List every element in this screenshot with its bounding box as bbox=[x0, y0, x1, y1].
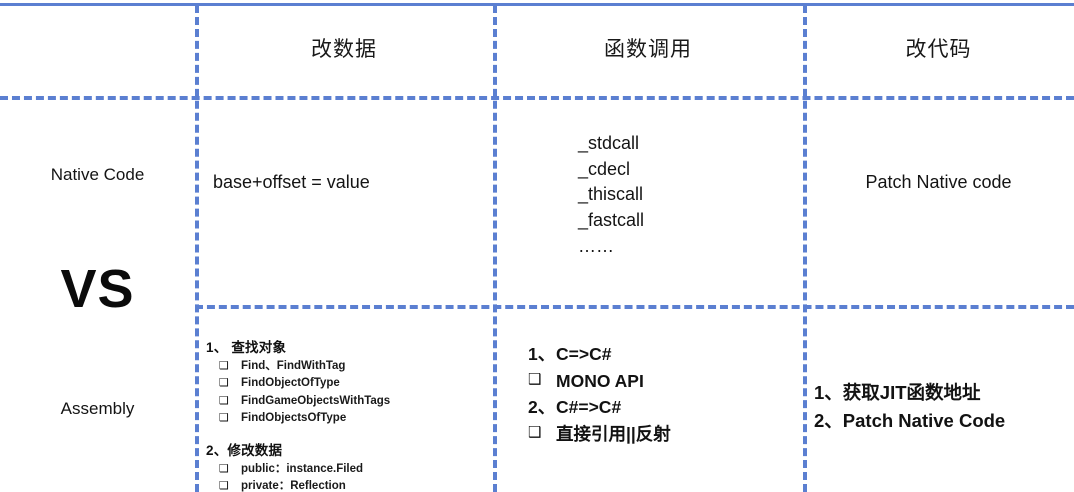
column-header-modify-data: 改数据 bbox=[311, 38, 377, 61]
list-item-label: C=>C# bbox=[556, 344, 612, 364]
list-item-label: FindObjectOfType bbox=[241, 377, 340, 390]
native-assembly-row-divider bbox=[195, 305, 1074, 309]
checkbox-icon: ❑ bbox=[219, 394, 229, 407]
list-spacer bbox=[206, 428, 491, 439]
row-label-assembly: Assembly bbox=[60, 399, 135, 418]
list-item-label: MONO API bbox=[556, 370, 644, 391]
checkbox-icon: ❑ bbox=[219, 480, 229, 492]
list-item: ❑ FindObjectsOfType bbox=[219, 410, 491, 427]
native-modify-code-value: Patch Native code bbox=[865, 172, 1012, 192]
list-item-label: public：instance.Filed bbox=[241, 462, 364, 475]
checkbox-icon: ❑ bbox=[219, 412, 229, 425]
list-item-label: private：Reflection bbox=[241, 480, 346, 492]
list-marker: 2、 bbox=[528, 397, 556, 418]
list-item-label: 直接引用||反射 bbox=[556, 423, 671, 444]
row-label-native-code: Native Code bbox=[50, 165, 145, 184]
list-item: 2、 C#=>C# bbox=[528, 394, 803, 421]
assembly-function-call-list: 1、 C=>C# ❑ MONO API 2、 C#=>C# ❑ 直接引用||反射 bbox=[528, 341, 803, 447]
column-divider-3 bbox=[803, 5, 807, 492]
column-header-modify-code: 改代码 bbox=[905, 38, 972, 61]
list-item-label: Find、FindWithTag bbox=[241, 360, 346, 372]
column-divider-1 bbox=[195, 5, 199, 492]
assembly-data-group-2-heading: 2、修改数据 bbox=[206, 442, 283, 458]
vs-label: VS bbox=[60, 259, 135, 319]
list-item-label: FindObjectsOfType bbox=[241, 412, 347, 425]
checkbox-icon: ❑ bbox=[528, 423, 542, 441]
list-item: 1、 C=>C# bbox=[528, 341, 803, 368]
assembly-modify-data-list: 1、 查找对象 ❑ Find、FindWithTag ❑ FindObjectO… bbox=[206, 336, 491, 492]
list-item-label: FindGameObjectsWithTags bbox=[241, 394, 391, 407]
header-row-divider bbox=[0, 96, 1074, 100]
list-item: ❑ FindGameObjectsWithTags bbox=[219, 393, 491, 410]
list-item: ❑ 直接引用||反射 bbox=[528, 421, 803, 448]
list-item: ❑ MONO API bbox=[528, 368, 803, 395]
checkbox-icon: ❑ bbox=[219, 462, 229, 475]
column-header-function-call: 函数调用 bbox=[604, 38, 692, 61]
list-item: 2、Patch Native Code bbox=[814, 409, 1006, 431]
assembly-data-group-1-heading: 1、 查找对象 bbox=[206, 340, 287, 355]
list-item: ❑ private：Reflection bbox=[219, 478, 491, 492]
table-top-border bbox=[0, 3, 1074, 6]
list-item-label: C#=>C# bbox=[556, 397, 622, 418]
native-function-call-list: _stdcall _cdecl _thiscall _fastcall …… bbox=[578, 133, 645, 256]
list-item: 1、获取JIT函数地址 bbox=[814, 382, 981, 403]
assembly-data-group-2: 2、修改数据 ❑ public：instance.Filed ❑ private… bbox=[206, 439, 491, 492]
list-item: ❑ public：instance.Filed bbox=[219, 461, 491, 478]
list-marker: 1、 bbox=[528, 344, 556, 364]
checkbox-icon: ❑ bbox=[219, 360, 229, 372]
column-divider-2 bbox=[493, 5, 497, 492]
list-item: ❑ Find、FindWithTag bbox=[219, 358, 491, 375]
assembly-data-group-1: 1、 查找对象 ❑ Find、FindWithTag ❑ FindObjectO… bbox=[206, 336, 491, 428]
native-modify-data-value: base+offset = value bbox=[213, 172, 370, 192]
list-item: ❑ FindObjectOfType bbox=[219, 375, 491, 392]
checkbox-icon: ❑ bbox=[528, 370, 542, 388]
assembly-modify-code-list: 1、获取JIT函数地址 2、Patch Native Code bbox=[814, 379, 1074, 435]
checkbox-icon: ❑ bbox=[219, 377, 229, 390]
